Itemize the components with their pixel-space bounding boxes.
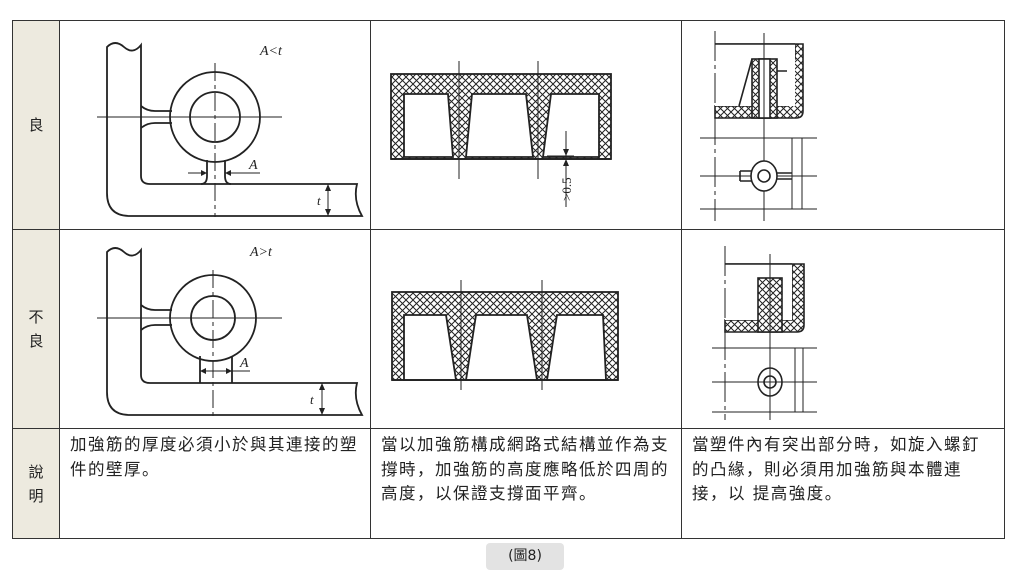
label-a-less-t: A<t: [259, 44, 283, 59]
diagram-boss-rib-good: [681, 20, 1005, 230]
diagram-rib-thickness-bad: A>t A t: [59, 229, 371, 429]
label-a: A: [248, 158, 258, 173]
rib-design-table: 良 A<t A t >0.5: [12, 20, 1005, 539]
row-label-good: 良: [12, 20, 60, 230]
label-t: t: [317, 193, 321, 208]
row-label-description: 說明: [12, 428, 60, 539]
description-rib-height: 當以加強筋構成網路式結構並作為支撐時，加強筋的高度應略低於四周的高度，以保證支撐…: [381, 435, 669, 503]
description-rib-thickness: 加強筋的厚度必須小於與其連接的塑件的壁厚。: [70, 435, 358, 479]
row-description: 說明 加強筋的厚度必須小於與其連接的塑件的壁厚。 當以加強筋構成網路式結構並作為…: [12, 428, 1005, 539]
row-good: 良 A<t A t >0.5: [12, 20, 1005, 230]
diagram-rib-height-bad: [370, 229, 682, 429]
diagram-boss-rib-bad: [681, 229, 1005, 429]
label-a: A: [239, 356, 249, 371]
label-gap: >0.5: [559, 177, 574, 201]
row-bad: 不良 A>t A t: [12, 229, 1005, 429]
description-boss-rib: 當塑件內有突出部分時，如旋入螺釘的凸緣，則必須用加強筋與本體連接，以 提高強度。: [692, 435, 980, 503]
row-label-bad: 不良: [12, 229, 60, 429]
diagram-rib-height-good: >0.5: [370, 20, 682, 230]
label-a-greater-t: A>t: [249, 245, 273, 260]
label-t: t: [310, 392, 314, 407]
figure-caption: (圖8): [486, 543, 564, 570]
diagram-rib-thickness-good: A<t A t: [59, 20, 371, 230]
